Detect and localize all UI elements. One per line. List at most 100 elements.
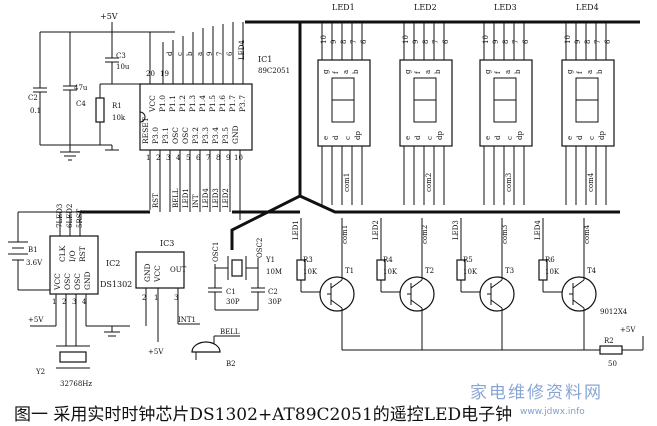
cap-47u-value: 47u — [74, 84, 88, 92]
led-seg-label: g — [322, 69, 330, 74]
led-seg-label: b — [434, 69, 442, 74]
ic2-pin-number: 2 — [62, 298, 66, 306]
led-seg-label: d — [576, 135, 584, 140]
ic2-pin: VCC — [53, 273, 62, 291]
led-seg-label: d — [332, 135, 340, 140]
ic2-pin-number: 1 — [52, 298, 56, 306]
ic2-pin: OSC — [73, 273, 82, 290]
led-pin-number: 8 — [422, 40, 430, 44]
vcc-label: +5V — [148, 348, 164, 356]
ic1-right-pin: P1.7 — [228, 95, 237, 112]
driver-led-label: LED4 — [534, 220, 542, 240]
osc1-label: OSC1 — [212, 242, 220, 262]
led-pin-number: 6 — [360, 39, 368, 44]
led-seg-label: b — [352, 69, 360, 74]
led-name: LED3 — [494, 3, 517, 12]
led-seg-label: c — [588, 136, 596, 140]
led-seg-label: a — [504, 70, 512, 74]
ic1-pin-number: 4 — [176, 154, 181, 162]
vcc-label: +5V — [620, 326, 636, 334]
driver-com-label: com3 — [501, 225, 509, 244]
watermark-logo: 家电维修资料网 — [470, 383, 603, 403]
ic1-right-pin: P1.5 — [208, 95, 217, 112]
ic1-top-bus-label: 7 — [216, 52, 224, 56]
ic1-top-bus-label: b — [186, 51, 194, 56]
ic1-right-pin: P1.4 — [198, 95, 207, 112]
ic1-pin-number: 8 — [216, 154, 220, 162]
t4-part-number: 9012X4 — [600, 308, 628, 316]
ic3-pin: GND — [143, 263, 152, 282]
ic2-pin: I/O — [68, 250, 77, 262]
y2-value: 32768Hz — [60, 380, 92, 388]
ic1-top-bus-label: 9 — [206, 52, 214, 56]
ic3-pin-number: 1 — [154, 294, 158, 302]
ic1-top-bus-label: LED4 — [238, 40, 246, 60]
led-pin-number: 9 — [492, 40, 500, 44]
driver-com-label: com2 — [421, 225, 429, 244]
led-com-label: com1 — [343, 173, 351, 192]
driver-com-label: com4 — [583, 224, 591, 244]
r1-ref: R1 — [112, 102, 122, 110]
driver-res-value: 10K — [383, 268, 398, 276]
driver-stage: LED3 com3 R5 10K T3 — [452, 218, 515, 350]
led-pin-number: 10 — [564, 35, 572, 44]
led-seg-label: g — [404, 69, 412, 74]
ic2-pin-number: 3 — [72, 298, 76, 306]
led-seg-label: dp — [354, 131, 362, 140]
led-seg-label: f — [332, 70, 340, 74]
power-reset-section: +5V C2 0.1 47u C4 C3 10u R1 10k — [28, 12, 175, 161]
ic3-ref: IC3 — [160, 239, 174, 248]
ic3-pin-number: 2 — [142, 294, 146, 302]
b1-ref: B1 — [28, 246, 38, 254]
led-seg-label: a — [424, 70, 432, 74]
transistor-drivers: LED1 com1 R3 10K T1 LED2 com2 R4 — [292, 218, 644, 368]
figure-caption: 图一 采用实时时钟芯片DS1302+AT89C2051的遥控LED电子钟 — [14, 405, 513, 425]
bus-label-bell: BELL — [172, 188, 180, 208]
r1-value: 10k — [112, 114, 126, 122]
ic1-89c2051: IC1 89C2051 20 19 d c b a 9 7 6 LED4 — [139, 22, 290, 220]
driver-stage: LED2 com2 R4 10K T2 — [372, 218, 435, 350]
bus-label-led2: LED2 — [222, 188, 230, 208]
led-seg-label: g — [566, 69, 574, 74]
rtc-section: B1 3.6V 7LED3 6LED2 5RST IC2 DS1302 VCC … — [8, 204, 132, 388]
ic1-right-pin: P1.1 — [168, 95, 177, 112]
led-pin-number: 8 — [340, 40, 348, 44]
ic2-pin: OSC — [63, 273, 72, 290]
led-seg-label: e — [566, 136, 574, 140]
ic1-top-bus-label: 6 — [226, 51, 234, 56]
driver-stage: LED4 com4 R6 10K T4 — [534, 218, 597, 350]
ic1-left-pin: P3.5 — [221, 127, 230, 144]
driver-com-label: com1 — [341, 225, 349, 244]
b1-value: 3.6V — [26, 259, 43, 267]
led-seg-label: e — [322, 136, 330, 140]
led-name: LED1 — [332, 3, 355, 12]
bus-label-led1: LED1 — [182, 188, 190, 208]
driver-transistor-ref: T3 — [505, 267, 514, 275]
led-pin-number: 8 — [584, 40, 592, 44]
ic2-part: DS1302 — [100, 280, 132, 289]
led-digit: LED3 10 9 8 7 6 g f a b e d c dp com3 — [479, 3, 533, 205]
ic1-top-bus-label: a — [196, 52, 204, 56]
ic1-pin-number: 5 — [186, 154, 190, 162]
y2-ref: Y2 — [35, 368, 45, 376]
ic1-top-bus-label: d — [166, 51, 174, 56]
ic1-left-pin: OSC — [181, 127, 190, 144]
led-name: LED2 — [414, 3, 437, 12]
ic1-pin-labels: RESET P3.0 P3.1 OSC OSC P3.2 P3.3 P3.4 P… — [141, 95, 247, 144]
ic3-pin: OUT — [170, 266, 187, 274]
led-pin-number: 6 — [604, 39, 612, 44]
c2-left-value: 0.1 — [30, 107, 41, 115]
c2-ref: C2 — [268, 288, 278, 296]
ic2-ref: IC2 — [106, 259, 120, 268]
c4-ref: C4 — [76, 100, 86, 108]
led-com-label: com3 — [505, 173, 513, 192]
ic1-left-pin: GND — [231, 125, 240, 144]
ic1-bottom-pin-numbers: 1 2 3 4 5 6 7 8 9 10 — [146, 154, 243, 162]
driver-res-ref: R6 — [545, 256, 555, 264]
driver-led-label: LED1 — [292, 220, 300, 240]
led-seg-label: d — [494, 135, 502, 140]
led-seg-label: e — [404, 136, 412, 140]
ic1-pin-number: 6 — [196, 154, 201, 162]
ic1-left-pin: P3.2 — [191, 127, 200, 144]
led-com-label: com2 — [425, 173, 433, 192]
